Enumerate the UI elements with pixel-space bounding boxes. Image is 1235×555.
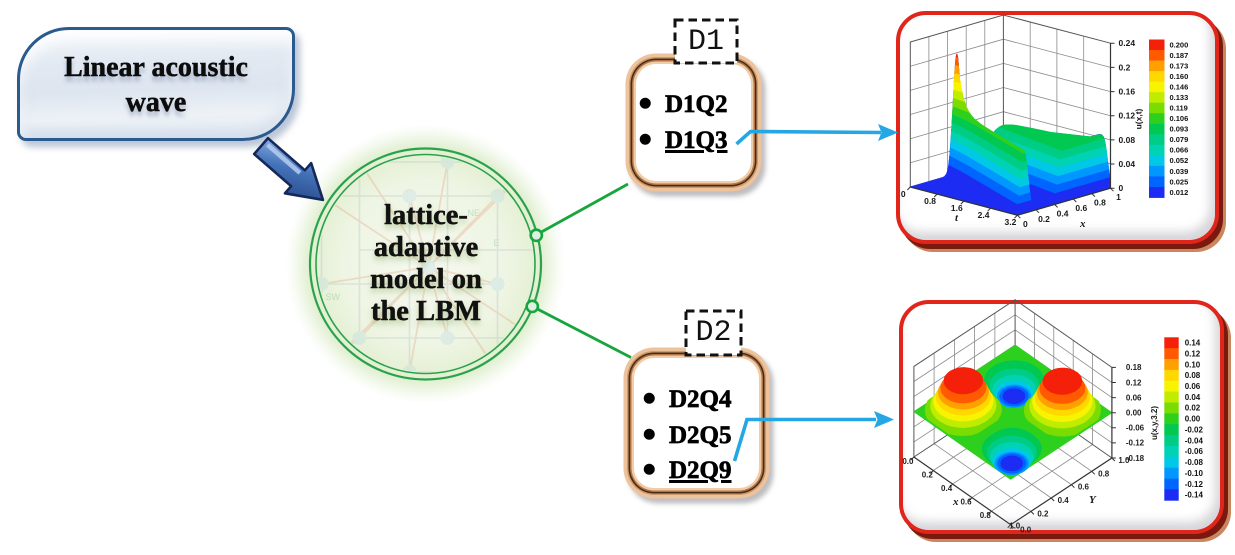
svg-text:0.16: 0.16: [1119, 87, 1136, 97]
svg-text:0.4: 0.4: [1057, 208, 1069, 218]
svg-text:0.160: 0.160: [1170, 72, 1189, 81]
svg-text:0.04: 0.04: [1185, 393, 1201, 402]
svg-text:0.08: 0.08: [1119, 135, 1136, 145]
svg-text:0.173: 0.173: [1170, 61, 1189, 70]
svg-text:t: t: [955, 212, 959, 224]
svg-text:x: x: [952, 496, 959, 508]
svg-text:0.06: 0.06: [1185, 382, 1201, 391]
svg-text:0.0: 0.0: [1020, 526, 1032, 535]
svg-text:0.12: 0.12: [1185, 349, 1201, 358]
svg-text:1.6: 1.6: [951, 203, 963, 213]
svg-text:0.012: 0.012: [1170, 188, 1189, 197]
svg-text:0.039: 0.039: [1170, 167, 1189, 176]
svg-text:0.6: 0.6: [1078, 483, 1090, 492]
svg-text:0.187: 0.187: [1170, 51, 1189, 60]
svg-text:0.18: 0.18: [1126, 363, 1142, 372]
svg-text:0.10: 0.10: [1185, 360, 1201, 369]
svg-text:1.0: 1.0: [1009, 522, 1021, 531]
svg-text:0.079: 0.079: [1170, 135, 1189, 144]
svg-text:0.4: 0.4: [1058, 496, 1070, 505]
svg-text:2.4: 2.4: [978, 210, 990, 220]
svg-text:0.02: 0.02: [1185, 404, 1201, 413]
svg-text:0.146: 0.146: [1170, 83, 1189, 92]
svg-text:0.8: 0.8: [980, 511, 992, 520]
svg-text:0: 0: [1023, 219, 1028, 229]
svg-text:0.2: 0.2: [1037, 509, 1049, 518]
svg-text:0.106: 0.106: [1170, 114, 1189, 123]
svg-text:0.0: 0.0: [902, 457, 914, 466]
svg-text:0.06: 0.06: [1126, 393, 1142, 402]
svg-text:-0.12: -0.12: [1126, 439, 1145, 448]
svg-text:0.12: 0.12: [1119, 111, 1136, 121]
svg-text:0.6: 0.6: [1075, 203, 1087, 213]
svg-text:-0.14: -0.14: [1185, 491, 1204, 500]
svg-text:0.08: 0.08: [1185, 371, 1201, 380]
svg-text:u(x,y,3.2): u(x,y,3.2): [1150, 406, 1159, 440]
svg-text:0.8: 0.8: [1094, 198, 1106, 208]
svg-text:0.093: 0.093: [1170, 125, 1189, 134]
svg-text:Y: Y: [1089, 494, 1097, 506]
svg-text:0.24: 0.24: [1119, 38, 1136, 48]
svg-text:0.6: 0.6: [960, 498, 972, 507]
svg-text:NE: NE: [468, 208, 481, 218]
svg-text:0.052: 0.052: [1170, 156, 1189, 165]
svg-text:-0.18: -0.18: [1126, 454, 1145, 463]
svg-text:u(x,t): u(x,t): [1134, 108, 1144, 129]
svg-text:1.0: 1.0: [1118, 456, 1130, 465]
svg-text:0.133: 0.133: [1170, 93, 1189, 102]
svg-text:0.4: 0.4: [941, 484, 953, 493]
svg-text:-0.02: -0.02: [1185, 426, 1204, 435]
svg-text:-0.06: -0.06: [1126, 424, 1145, 433]
svg-text:0.119: 0.119: [1170, 104, 1188, 113]
svg-text:SW: SW: [326, 292, 341, 302]
svg-text:-0.08: -0.08: [1185, 458, 1204, 467]
svg-text:0.00: 0.00: [1126, 409, 1142, 418]
svg-text:3.2: 3.2: [1004, 217, 1016, 227]
svg-text:0.8: 0.8: [924, 196, 936, 206]
svg-text:-0.06: -0.06: [1185, 447, 1204, 456]
svg-text:0.066: 0.066: [1170, 146, 1189, 155]
svg-text:0.2: 0.2: [1119, 62, 1131, 72]
svg-text:0.14: 0.14: [1185, 339, 1201, 348]
svg-text:-0.12: -0.12: [1185, 480, 1204, 489]
svg-text:0.2: 0.2: [922, 471, 934, 480]
svg-text:0: 0: [901, 189, 906, 199]
svg-text:-0.10: -0.10: [1185, 469, 1204, 478]
svg-text:0.00: 0.00: [1185, 415, 1201, 424]
svg-text:0.04: 0.04: [1119, 159, 1136, 169]
svg-text:x: x: [1079, 218, 1086, 230]
svg-text:0.025: 0.025: [1170, 177, 1189, 186]
svg-text:0: 0: [1119, 183, 1124, 193]
svg-text:0.8: 0.8: [1098, 469, 1110, 478]
svg-text:0.2: 0.2: [1038, 214, 1050, 224]
svg-text:-0.04: -0.04: [1185, 436, 1204, 445]
svg-text:0.12: 0.12: [1126, 378, 1142, 387]
svg-text:E: E: [494, 238, 500, 248]
svg-text:0.200: 0.200: [1170, 40, 1189, 49]
svg-text:1: 1: [1116, 192, 1121, 202]
